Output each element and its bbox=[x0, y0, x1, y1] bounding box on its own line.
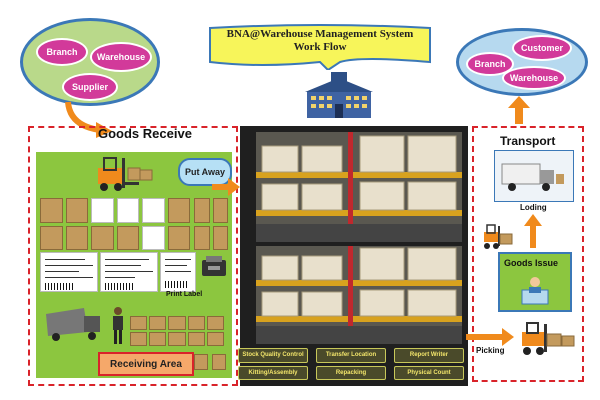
branch-node: Branch bbox=[36, 38, 88, 66]
product-box bbox=[149, 332, 167, 346]
goods-issue-label: Goods Issue bbox=[504, 258, 559, 268]
transport-frame bbox=[472, 126, 584, 382]
barcode-sheet bbox=[116, 198, 139, 223]
task-physical-count[interactable]: Physical Count bbox=[394, 365, 464, 380]
product-box bbox=[65, 225, 88, 250]
product-box bbox=[212, 225, 228, 250]
warehouse-racking-image bbox=[256, 132, 462, 242]
product-box bbox=[187, 316, 205, 330]
warehouse-racking-image bbox=[256, 246, 462, 344]
supplier-node: Supplier bbox=[62, 73, 118, 101]
branch-dest-node-label: Branch bbox=[474, 59, 506, 69]
product-box bbox=[212, 198, 228, 223]
barcode-sheet bbox=[142, 198, 165, 223]
product-box bbox=[167, 225, 190, 250]
branch-node-label: Branch bbox=[46, 47, 78, 57]
product-boxes-grid bbox=[40, 198, 190, 250]
put-away-label: Put Away bbox=[184, 167, 225, 177]
title-line-1: BNA@Warehouse Management System bbox=[226, 28, 414, 40]
product-box bbox=[167, 198, 190, 223]
loading-label: Loding bbox=[520, 203, 547, 212]
label-sheet bbox=[100, 252, 158, 292]
task-transfer-location[interactable]: Transfer Location bbox=[316, 348, 386, 363]
page-title: BNA@Warehouse Management System Work Flo… bbox=[208, 28, 432, 54]
product-box bbox=[206, 316, 224, 330]
product-box bbox=[187, 332, 205, 346]
product-box bbox=[194, 198, 210, 223]
warehouse-task-grid: Stock Quality Control Transfer Location … bbox=[238, 348, 464, 380]
warehouse-building-icon bbox=[305, 72, 373, 118]
forklift-icon bbox=[98, 157, 153, 191]
product-box bbox=[91, 225, 114, 250]
barcode-sheet bbox=[91, 198, 114, 223]
product-box bbox=[130, 316, 148, 330]
warehouse-node: Warehouse bbox=[90, 42, 152, 72]
transport-up-arrow-icon bbox=[508, 96, 530, 124]
label-printer-icon bbox=[202, 256, 226, 276]
task-stock-quality-control[interactable]: Stock Quality Control bbox=[238, 348, 308, 363]
supplier-node-label: Supplier bbox=[71, 82, 108, 92]
receiving-area-label: Receiving Area bbox=[110, 358, 182, 370]
product-box bbox=[149, 316, 167, 330]
title-line-2: Work Flow bbox=[293, 41, 347, 53]
picking-arrow-icon bbox=[502, 328, 514, 346]
transport-forklift-icon bbox=[484, 224, 513, 249]
product-box bbox=[40, 198, 63, 223]
title-banner bbox=[209, 24, 431, 70]
product-box bbox=[40, 225, 63, 250]
task-report-writer[interactable]: Report Writer bbox=[394, 348, 464, 363]
task-kitting-assembly[interactable]: Kitting/Assembly bbox=[238, 365, 308, 380]
receiving-boxes bbox=[130, 316, 224, 346]
customer-node-label: Customer bbox=[520, 43, 563, 53]
worker-icon bbox=[113, 307, 123, 344]
product-boxes-right bbox=[194, 198, 228, 250]
product-box bbox=[168, 332, 186, 346]
task-repacking[interactable]: Repacking bbox=[316, 365, 386, 380]
product-box bbox=[168, 316, 186, 330]
receiving-box-small bbox=[194, 354, 208, 370]
loading-truck-icon bbox=[501, 163, 564, 191]
issue-up-arrow-icon bbox=[524, 214, 542, 248]
warehouse-dest-node: Warehouse bbox=[502, 66, 566, 90]
print-label-text: Print Label bbox=[166, 291, 203, 298]
goods-receive-frame bbox=[28, 126, 238, 386]
put-away-arrow-shaft bbox=[212, 184, 230, 190]
product-box bbox=[116, 225, 139, 250]
put-away-arrow-icon bbox=[228, 178, 240, 196]
product-box bbox=[194, 225, 210, 250]
product-box bbox=[130, 332, 148, 346]
picking-arrow-shaft bbox=[466, 334, 502, 340]
label-sheet bbox=[40, 252, 98, 292]
warehouse-dest-node-label: Warehouse bbox=[509, 73, 559, 83]
goods-receive-title: Goods Receive bbox=[98, 126, 192, 141]
receiving-box-small bbox=[212, 354, 226, 370]
customer-node: Customer bbox=[512, 35, 572, 61]
picking-forklift-icon bbox=[522, 322, 575, 355]
barcode-sheet bbox=[142, 225, 165, 250]
put-away-bubble: Put Away bbox=[178, 158, 232, 186]
product-box bbox=[206, 332, 224, 346]
delivery-truck-icon bbox=[46, 308, 100, 341]
product-box bbox=[65, 198, 88, 223]
receiving-area-tag: Receiving Area bbox=[98, 352, 194, 376]
transport-title: Transport bbox=[500, 134, 556, 148]
warehouse-node-label: Warehouse bbox=[96, 52, 146, 62]
picking-label: Picking bbox=[476, 346, 505, 355]
label-sheet bbox=[160, 252, 196, 292]
goods-issue-worker-icon bbox=[521, 277, 549, 305]
